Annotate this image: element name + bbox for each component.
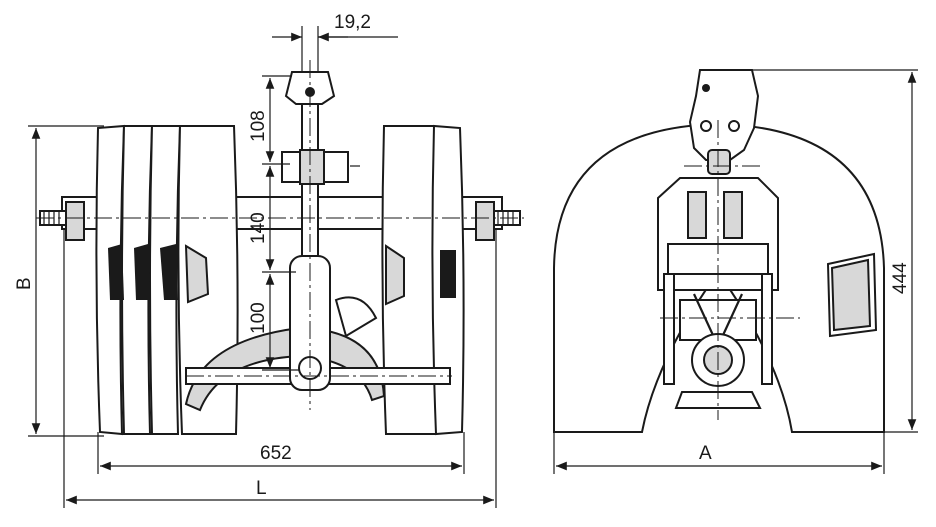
- top-link-label: 108: [248, 110, 269, 142]
- front-view: 19,2 108 140 100 B 652: [14, 12, 524, 508]
- side-view: 444 A: [553, 69, 918, 474]
- right-plates: [381, 124, 465, 436]
- mid-link-label: 140: [248, 212, 269, 244]
- dim-length-l: L: [63, 228, 497, 508]
- width-652-label: 652: [260, 443, 292, 464]
- dim-height-444: 444: [750, 69, 918, 433]
- dim-link-segments: 108 140 100: [248, 75, 300, 371]
- height-b-label: B: [14, 277, 35, 290]
- dim-pin-width: 19,2: [272, 12, 398, 72]
- dim-height-b: B: [14, 125, 104, 437]
- width-a-label: A: [699, 443, 712, 464]
- length-l-label: L: [256, 478, 267, 499]
- dim-width-a: A: [553, 432, 885, 474]
- pin-width-label: 19,2: [334, 12, 371, 33]
- height-444-label: 444: [890, 262, 911, 294]
- left-plates: [95, 124, 239, 436]
- dim-width-652: 652: [97, 432, 465, 474]
- low-link-label: 100: [248, 302, 269, 334]
